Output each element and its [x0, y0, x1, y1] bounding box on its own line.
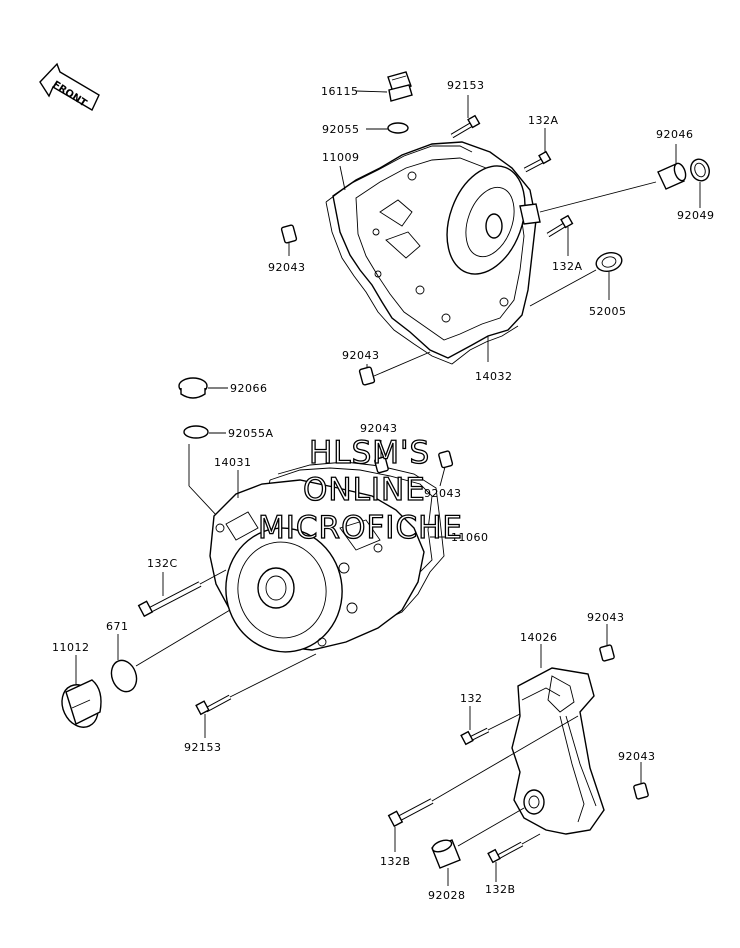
- label-92043-d: 92043: [424, 487, 462, 500]
- label-16115: 16115: [321, 85, 359, 98]
- sprocket-cover-14026: [511, 667, 605, 835]
- collar-92028: [431, 839, 461, 869]
- dowel-92043-b: [358, 366, 376, 386]
- watermark-line-3: MICROFICHE: [258, 510, 463, 546]
- o-ring-92055A: [183, 425, 209, 439]
- dowel-92043-e: [599, 644, 615, 662]
- oil-filler-plug-16115: [387, 71, 413, 102]
- bolt-132C: [137, 581, 202, 618]
- gasket-11009: [325, 145, 519, 365]
- seal-92049: [690, 158, 710, 182]
- dowel-92043-c: [374, 456, 389, 474]
- label-92055A: 92055A: [228, 427, 274, 440]
- label-92043-a: 92043: [268, 261, 306, 274]
- bolt-132A-bottom: [546, 214, 574, 238]
- watermark-line-1: HLSM'S: [309, 435, 430, 471]
- label-92049: 92049: [677, 209, 715, 222]
- label-14031: 14031: [214, 456, 252, 469]
- bushing-92046: [657, 162, 687, 190]
- label-14032: 14032: [475, 370, 513, 383]
- label-92028: 92028: [428, 889, 466, 902]
- label-11060: 11060: [451, 531, 489, 544]
- plug-92066: [178, 377, 208, 399]
- label-92066: 92066: [230, 382, 268, 395]
- watermark: HLSM'S ONLINE MICROFICHE: [257, 434, 463, 546]
- label-132C: 132C: [147, 557, 178, 570]
- generator-cover-14031: [209, 479, 425, 653]
- bolt-92153-top: [450, 114, 481, 139]
- o-ring-92055: [387, 122, 409, 134]
- label-11012: 11012: [52, 641, 90, 654]
- front-arrow-icon: FRONT: [39, 62, 100, 111]
- label-92043-e: 92043: [587, 611, 625, 624]
- dowel-92043-f: [633, 782, 649, 800]
- label-92046: 92046: [656, 128, 694, 141]
- plug-11012: [61, 679, 102, 728]
- label-92043-b: 92043: [342, 349, 380, 362]
- label-92153-bottom: 92153: [184, 741, 222, 754]
- label-92153-top: 92153: [447, 79, 485, 92]
- label-92043-f: 92043: [618, 750, 656, 763]
- o-ring-671: [110, 659, 138, 693]
- label-92055: 92055: [322, 123, 360, 136]
- label-132B-left: 132B: [380, 855, 411, 868]
- label-132A-top: 132A: [528, 114, 559, 127]
- label-671: 671: [106, 620, 129, 633]
- bolt-132B-right: [487, 841, 524, 864]
- label-92043-c: 92043: [360, 422, 398, 435]
- dowel-92043-d: [438, 450, 454, 469]
- label-52005: 52005: [589, 305, 627, 318]
- oil-seal-52005: [595, 251, 623, 273]
- bolt-92153-bottom: [195, 694, 232, 716]
- label-11009: 11009: [322, 151, 360, 164]
- label-14026: 14026: [520, 631, 558, 644]
- label-132B-right: 132B: [485, 883, 516, 896]
- bolt-132A-top: [523, 150, 552, 173]
- label-132: 132: [460, 692, 483, 705]
- clutch-cover-14032: [332, 141, 541, 359]
- label-132A-bottom: 132A: [552, 260, 583, 273]
- bolt-132: [460, 727, 490, 746]
- bolt-132B-left: [387, 798, 434, 828]
- watermark-line-2: ONLINE: [303, 472, 426, 508]
- dowel-92043-a: [280, 224, 298, 244]
